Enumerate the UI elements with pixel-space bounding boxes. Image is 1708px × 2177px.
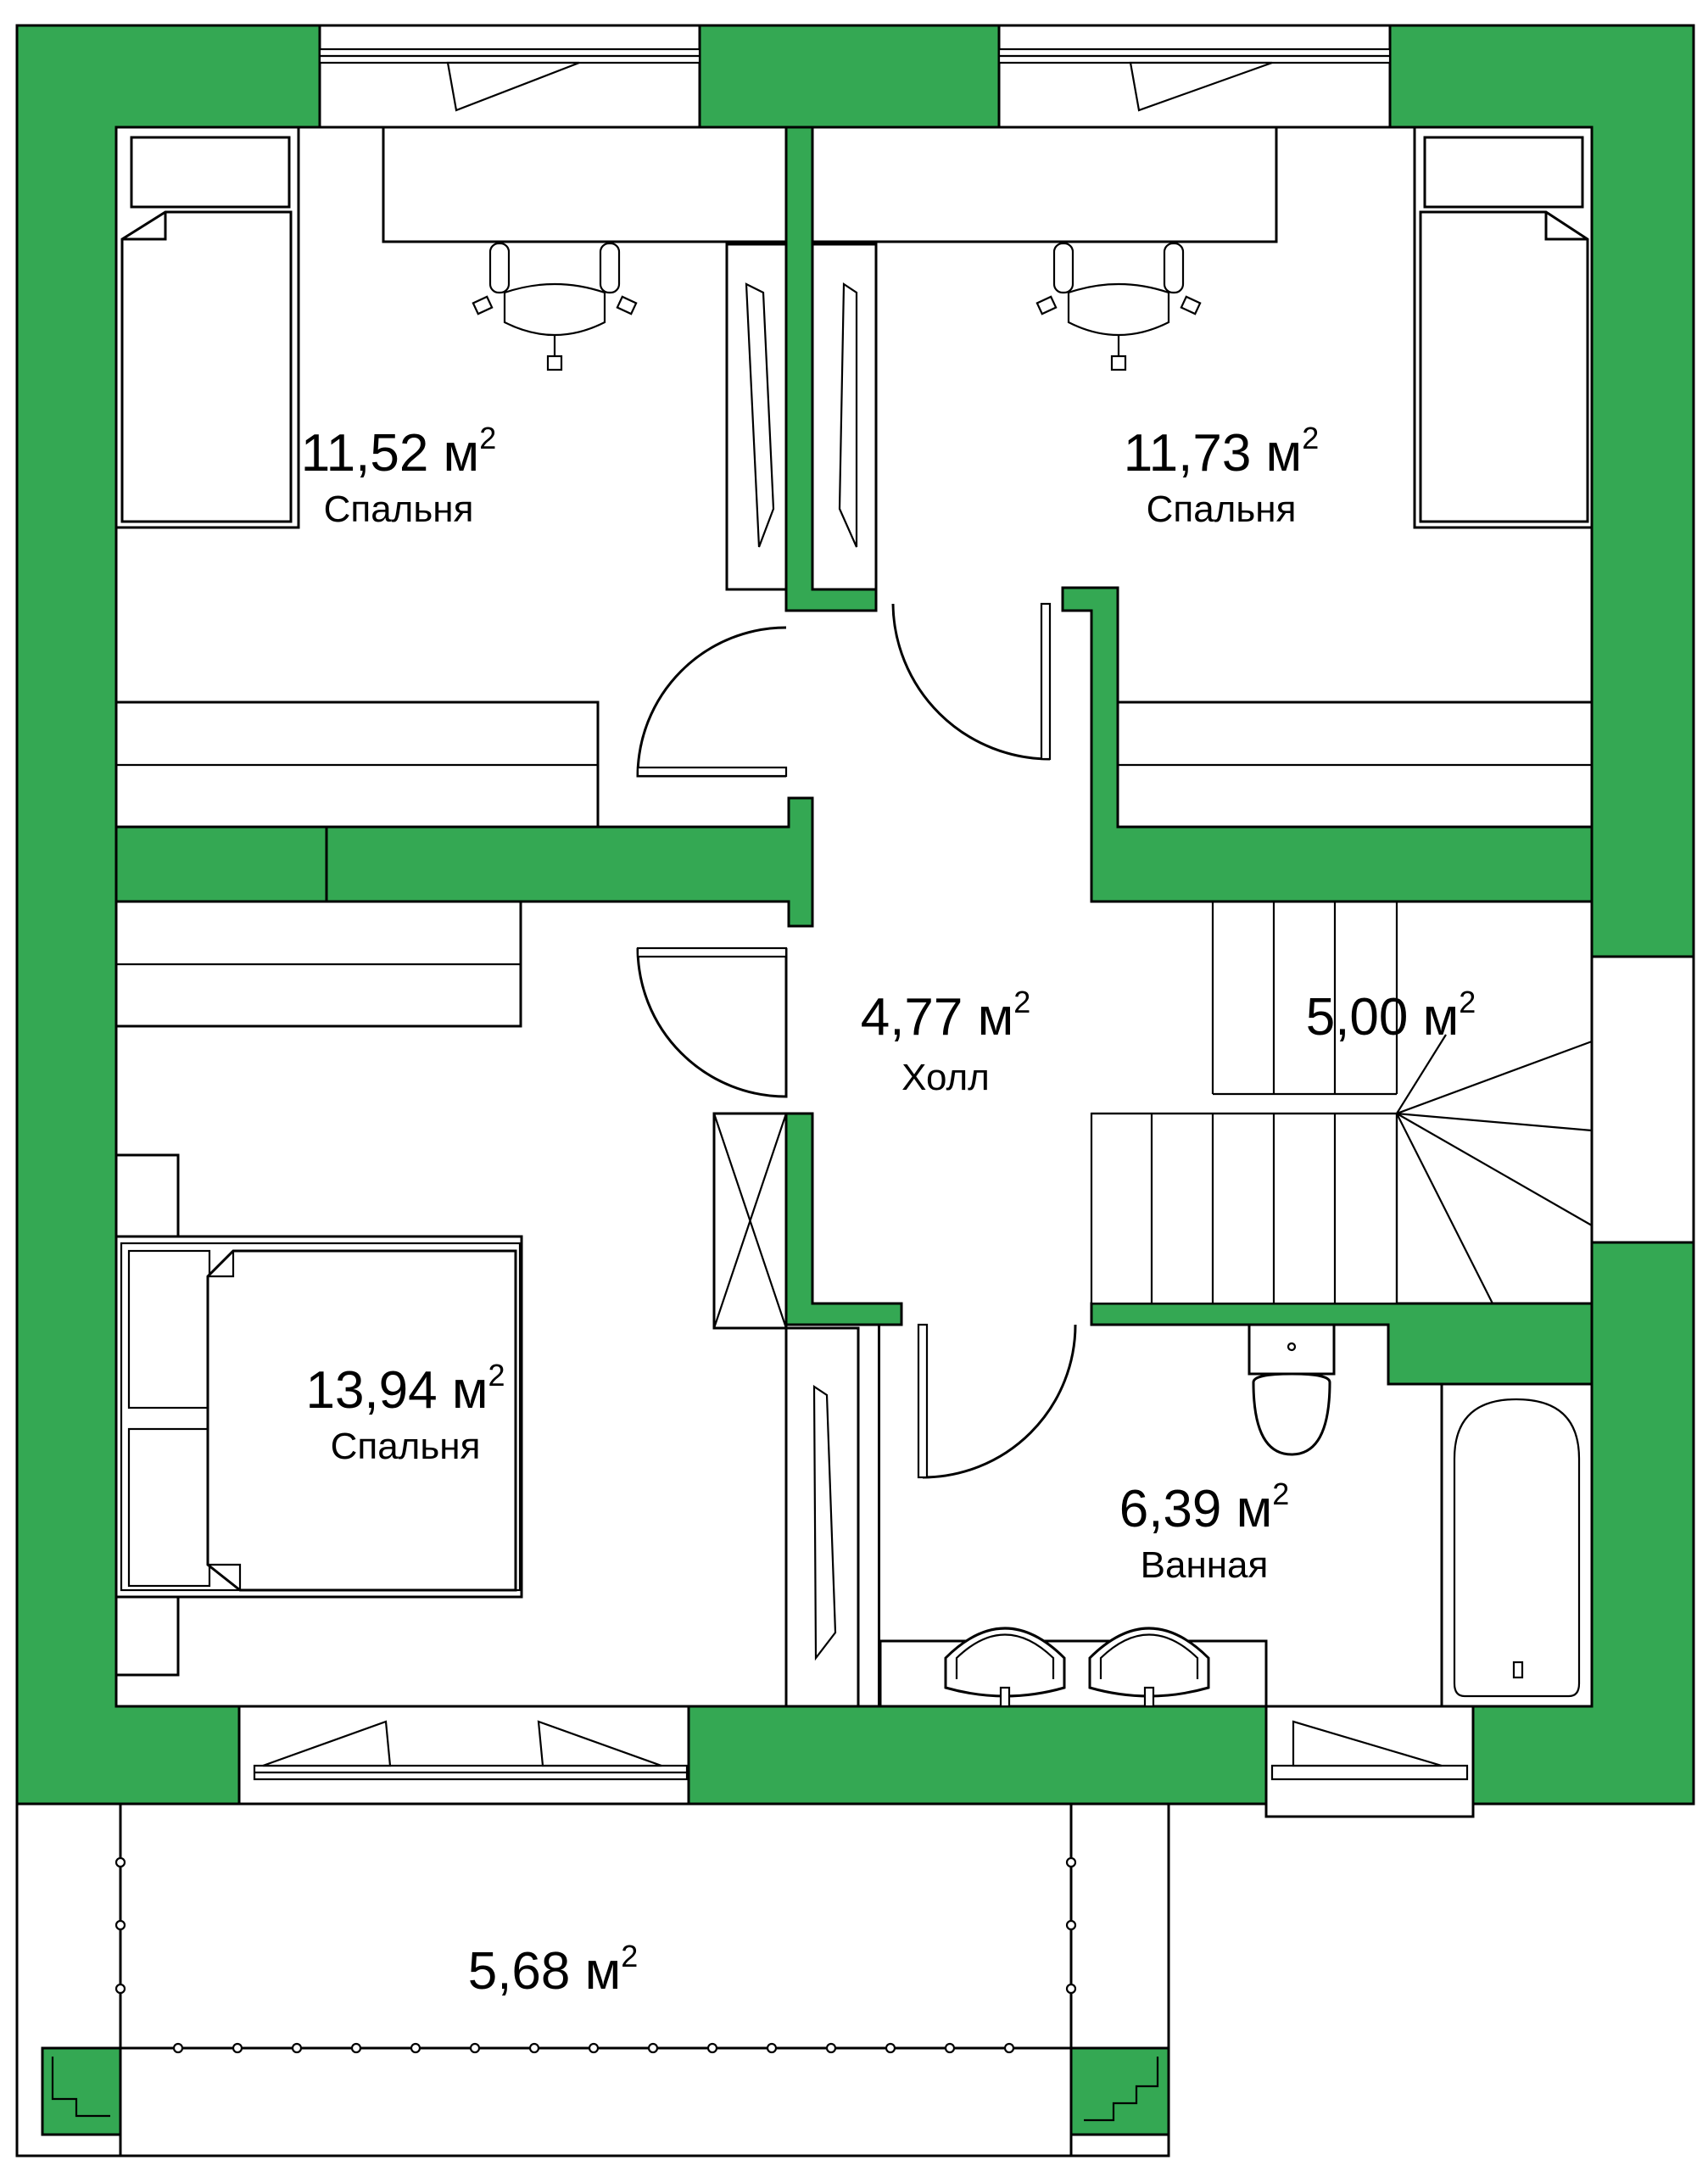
staircase [1090,902,1593,1305]
nightstand-top [114,1153,180,1242]
balcony-post-right [1069,2046,1170,2136]
name-bedroom-sw: Спальня [331,1426,481,1467]
wall-bath-top [1090,1302,1594,1386]
name-bathroom: Ванная [1141,1544,1269,1586]
area-bedroom-ne: 11,73 м2 [1124,421,1319,483]
bedroom-sw-furniture [114,900,860,1708]
desk-nw [382,126,788,243]
area-hall: 4,77 м2 [861,985,1031,1047]
balcony [15,1802,1170,2157]
door-sw [636,947,788,1098]
bathroom-fixtures [878,1323,1594,1708]
closets-top-center [725,243,878,591]
door-ne [891,603,1051,761]
bedroom-ne-furniture [811,126,1594,829]
window-right [1590,955,1695,1244]
area-bathroom: 6,39 м2 [1119,1476,1290,1538]
chair-ne [1035,242,1202,371]
door-bath [922,1324,1077,1479]
sink-right [1088,1627,1210,1698]
door-nw [636,626,787,778]
wall-hall-ne [1061,586,1594,903]
bedroom-nw-furniture [114,126,788,829]
area-stairs: 5,00 м2 [1306,985,1476,1047]
name-hall: Холл [901,1057,990,1098]
balcony-post-left [41,2046,122,2136]
windows [237,24,1695,1818]
desk-ne [811,126,1278,243]
area-bedroom-nw: 11,52 м2 [301,421,496,483]
area-balcony: 5,68 м2 [468,1939,639,2001]
wall-hall-sw [784,1112,903,1326]
room-labels: 11,52 м2 Спальня 11,73 м2 Спальня 4,77 м… [301,421,1476,2001]
name-bedroom-nw: Спальня [324,488,474,530]
area-bedroom-sw: 13,94 м2 [305,1358,505,1420]
doors [636,602,1077,1479]
name-bedroom-ne: Спальня [1147,488,1297,530]
chair-nw [472,242,638,371]
nightstand-bottom [114,1588,180,1677]
sink-left [944,1627,1066,1698]
